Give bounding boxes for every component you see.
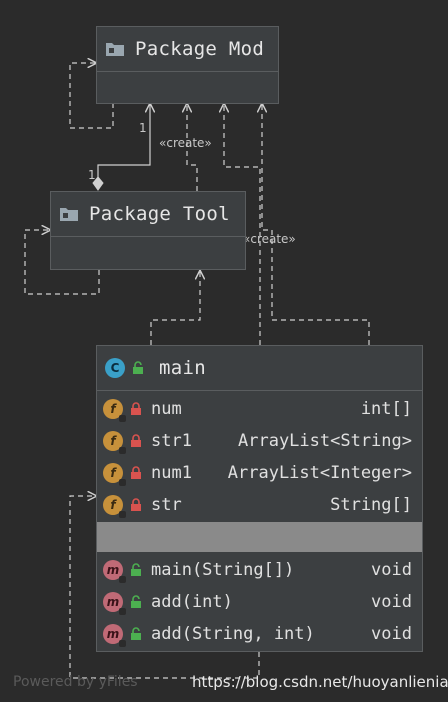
method-m-icon: m [103, 560, 126, 583]
field-row[interactable]: f num1 ArrayList<Integer> [97, 457, 422, 489]
package-tool-header: Package Tool [51, 192, 245, 236]
field-name: str [151, 495, 182, 515]
watermark-url: https://blog.csdn.net/huoyanlieniao [192, 673, 448, 691]
fields-section: f num int[] f str1 ArrayList<String> f n… [97, 390, 422, 521]
package-tool-title: Package Tool [89, 203, 230, 225]
package-mod-node[interactable]: Package Mod [96, 26, 279, 104]
folder-icon [106, 43, 124, 56]
method-row[interactable]: m add(String, int) void [97, 618, 422, 650]
lock-icon [131, 434, 141, 447]
field-f-icon: f [103, 463, 126, 486]
method-row[interactable]: m main(String[]) void [97, 554, 422, 586]
create-label-1: «create» [159, 136, 212, 150]
method-name: add(int) [151, 592, 233, 612]
field-type: ArrayList<Integer> [227, 463, 412, 483]
field-f-icon: f [103, 399, 126, 422]
class-c-icon: C [105, 358, 125, 378]
field-row[interactable]: f str1 ArrayList<String> [97, 425, 422, 457]
unlock-icon [133, 361, 143, 374]
package-mod-header: Package Mod [97, 27, 278, 71]
lock-icon [131, 466, 141, 479]
method-return-type: void [371, 560, 412, 580]
field-name: num1 [151, 463, 192, 483]
method-row[interactable]: m add(int) void [97, 586, 422, 618]
folder-icon [60, 208, 78, 221]
multiplicity-top: 1 [139, 121, 147, 135]
field-f-icon: f [103, 495, 126, 518]
create-label-2: «create» [243, 232, 296, 246]
powered-by-label: Powered by yFiles [13, 674, 138, 690]
field-type: ArrayList<String> [238, 431, 412, 451]
main-dep-mod-edge [262, 104, 370, 345]
package-mod-body [97, 71, 278, 105]
field-row[interactable]: f num int[] [97, 393, 422, 425]
unlock-icon [131, 563, 141, 576]
package-mod-title: Package Mod [135, 38, 265, 60]
main-class-header: C main [97, 346, 422, 390]
main-class-title: main [159, 357, 206, 379]
method-m-icon: m [103, 592, 126, 615]
method-name: add(String, int) [151, 624, 315, 644]
method-return-type: void [371, 624, 412, 644]
method-name: main(String[]) [151, 560, 295, 580]
main-class-node[interactable]: C main f num int[] f str1 ArrayList<Stri… [96, 345, 423, 652]
unlock-icon [131, 627, 141, 640]
package-tool-body [51, 236, 245, 271]
lock-icon [131, 402, 141, 415]
package-tool-node[interactable]: Package Tool [50, 191, 246, 270]
methods-section: m main(String[]) void m add(int) void m … [97, 552, 422, 650]
unlock-icon [131, 595, 141, 608]
field-name: str1 [151, 431, 192, 451]
main-dep-tool-edge [150, 271, 200, 345]
section-separator [97, 522, 422, 552]
field-f-icon: f [103, 431, 126, 454]
lock-icon [131, 498, 141, 511]
field-row[interactable]: f str String[] [97, 489, 422, 521]
method-m-icon: m [103, 624, 126, 647]
field-type: String[] [330, 495, 412, 515]
method-return-type: void [371, 592, 412, 612]
multiplicity-bottom: 1 [88, 168, 96, 182]
field-name: num [151, 399, 182, 419]
aggregation-edge [97, 104, 150, 177]
field-type: int[] [360, 399, 412, 419]
